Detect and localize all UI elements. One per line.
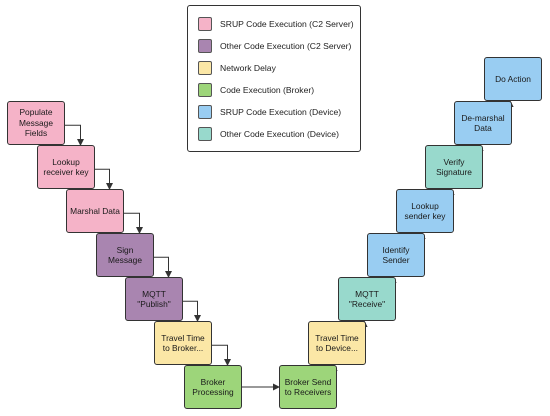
node-mqtt-receive: MQTT "Receive" <box>338 277 396 321</box>
legend-swatch-srup-c2 <box>198 17 212 31</box>
legend-label-other-device: Other Code Execution (Device) <box>220 129 339 139</box>
legend-item-other-device: Other Code Execution (Device) <box>198 126 339 142</box>
legend-swatch-broker <box>198 83 212 97</box>
legend-label-other-c2: Other Code Execution (C2 Server) <box>220 41 352 51</box>
node-mqtt-publish: MQTT "Publish" <box>125 277 183 321</box>
legend-swatch-other-c2 <box>198 39 212 53</box>
node-travel-time-to-broker: Travel Time to Broker... <box>154 321 212 365</box>
node-sign-message: Sign Message <box>96 233 154 277</box>
legend: SRUP Code Execution (C2 Server) Other Co… <box>187 5 361 152</box>
legend-item-other-c2: Other Code Execution (C2 Server) <box>198 38 351 54</box>
legend-item-broker: Code Execution (Broker) <box>198 82 314 98</box>
legend-label-srup-device: SRUP Code Execution (Device) <box>220 107 342 117</box>
legend-label-srup-c2: SRUP Code Execution (C2 Server) <box>220 19 354 29</box>
connector-arrow <box>212 344 231 366</box>
node-marshal-data: Marshal Data <box>66 189 124 233</box>
node-travel-time-to-device: Travel Time to Device... <box>308 321 366 365</box>
legend-swatch-other-device <box>198 127 212 141</box>
legend-item-network: Network Delay <box>198 60 276 76</box>
connector-arrow <box>183 300 201 322</box>
legend-label-network: Network Delay <box>220 63 276 73</box>
node-de-marshal-data: De-marshal Data <box>454 101 512 145</box>
node-populate-message-fields: Populate Message Fields <box>7 101 65 145</box>
node-broker-processing: Broker Processing <box>184 365 242 409</box>
connector-arrow <box>154 256 172 278</box>
node-do-action: Do Action <box>484 57 542 101</box>
legend-item-srup-device: SRUP Code Execution (Device) <box>198 104 341 120</box>
connector-arrow <box>65 124 84 146</box>
legend-label-broker: Code Execution (Broker) <box>220 85 315 95</box>
node-identify-sender: Identify Sender <box>367 233 425 277</box>
node-verify-signature: Verify Signature <box>425 145 483 189</box>
connector-arrow <box>95 168 113 190</box>
node-broker-send-to-receivers: Broker Send to Receivers <box>279 365 337 409</box>
connector-arrow <box>124 212 143 234</box>
legend-swatch-srup-device <box>198 105 212 119</box>
legend-item-srup-c2: SRUP Code Execution (C2 Server) <box>198 16 354 32</box>
legend-swatch-network <box>198 61 212 75</box>
node-lookup-sender-key: Lookup sender key <box>396 189 454 233</box>
node-lookup-receiver-key: Lookup receiver key <box>37 145 95 189</box>
